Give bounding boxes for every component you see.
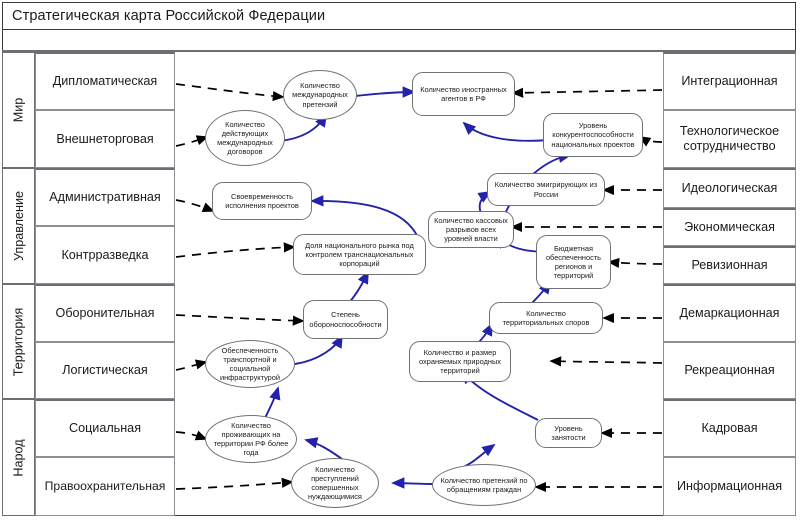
right-row-label: Информационная [676,479,783,494]
right-row-label: Демаркационная [679,306,780,321]
node-n6[interactable]: Количество эмигрирующих из России [487,173,605,206]
header-band [2,30,796,52]
right-row-rekreacionnaya[interactable]: Рекреационная [663,342,796,399]
left-group-label: Народ [11,438,26,477]
node-label: Своевременность исполнения проектов [225,191,299,210]
right-row-revizionnaya[interactable]: Ревизионная [663,246,796,284]
right-row-label: Кадровая [701,421,758,436]
left-row-socialnaya[interactable]: Социальная [35,399,175,457]
left-row-kontrrazvedka[interactable]: Контрразведка [35,226,175,284]
node-label: Количество иностранных агентов в РФ [420,84,507,103]
left-group-label: Управление [11,190,26,262]
right-row-label: Интеграционная [681,74,778,89]
right-row-ekonomicheskaya[interactable]: Экономическая [663,208,796,246]
left-row-label: Административная [49,190,161,205]
node-label: Количество проживающих на территории РФ … [213,420,289,458]
node-n12[interactable]: Обеспеченность транспортной и социальной… [205,340,295,388]
node-n11[interactable]: Количество территориальных споров [489,302,603,334]
left-row-administrativnaya[interactable]: Административная [35,168,175,226]
left-group-territoriya: Территория [2,284,35,399]
left-row-label: Контрразведка [61,247,149,262]
node-n9[interactable]: Бюджетная обеспеченность регионов и терр… [536,235,611,289]
right-row-label: Ревизионная [691,258,768,273]
left-group-narod: Народ [2,399,35,516]
right-row-label: Технологическое сотрудничество [679,124,780,153]
node-label: Количество кассовых разрывов всех уровне… [434,215,508,244]
node-label: Уровень занятости [551,423,586,442]
right-row-tehnologicheskoe-sotrudnichestvo[interactable]: Технологическое сотрудничество [663,110,796,168]
node-n2[interactable]: Количество иностранных агентов в РФ [412,72,515,116]
node-n3[interactable]: Количество действующих международных дог… [205,110,285,166]
right-row-informacionnaya[interactable]: Информационная [663,457,796,516]
right-row-label: Экономическая [684,220,775,235]
node-n16[interactable]: Количество преступлений совершенных нужд… [291,458,379,508]
node-n15[interactable]: Уровень занятости [535,418,602,448]
left-group-upravlenie: Управление [2,168,35,284]
left-row-oboronitelnaya[interactable]: Оборонительная [35,284,175,342]
left-row-label: Правоохранительная [44,479,166,494]
node-label: Количество преступлений совершенных нужд… [308,464,362,502]
node-label: Обеспеченность транспортной и социальной… [219,345,281,383]
left-group-label: Мир [11,97,26,123]
node-label: Количество территориальных споров [502,308,590,327]
node-n17[interactable]: Количество претензий по обращениям гражд… [432,464,536,506]
node-n1[interactable]: Количество международных претензий [283,70,357,120]
node-n10[interactable]: Степень обороноспособности [303,300,388,339]
right-row-ideologicheskaya[interactable]: Идеологическая [663,168,796,208]
node-label: Доля национального рынка под контролем т… [305,240,414,269]
node-n4[interactable]: Уровень конкурентоспособности национальн… [543,113,643,157]
page-title: Стратегическая карта Российской Федераци… [12,7,326,24]
node-label: Количество и размер охраняемых природных… [419,347,501,376]
page-title-bar: Стратегическая карта Российской Федераци… [2,2,796,30]
node-label: Количество международных претензий [292,81,348,109]
left-row-label: Логистическая [62,363,148,378]
left-row-diplomaticheskaya[interactable]: Дипломатическая [35,52,175,110]
node-n5[interactable]: Своевременность исполнения проектов [212,182,312,220]
node-n14[interactable]: Количество проживающих на территории РФ … [205,415,297,463]
left-row-label: Дипломатическая [52,74,158,89]
left-row-label: Внешнеторговая [56,131,154,146]
node-n13[interactable]: Количество и размер охраняемых природных… [409,341,511,382]
left-row-pravoohranitelnaya[interactable]: Правоохранительная [35,457,175,516]
right-row-kadrovaya[interactable]: Кадровая [663,399,796,457]
node-label: Степень обороноспособности [309,310,382,329]
left-group-label: Территория [11,307,26,376]
node-n7[interactable]: Количество кассовых разрывов всех уровне… [428,211,514,248]
left-row-label: Социальная [68,421,142,436]
node-label: Количество действующих международных дог… [217,119,273,157]
right-row-integracionnaya[interactable]: Интеграционная [663,52,796,110]
left-row-logisticheskaya[interactable]: Логистическая [35,342,175,399]
left-row-label: Оборонительная [55,306,155,321]
node-label: Бюджетная обеспеченность регионов и терр… [545,243,602,281]
right-row-label: Рекреационная [684,363,775,378]
node-n8[interactable]: Доля национального рынка под контролем т… [293,234,426,275]
node-label: Количество эмигрирующих из России [494,180,598,199]
left-group-mir: Мир [2,52,35,168]
node-label: Уровень конкурентоспособности национальн… [551,121,635,149]
right-row-label: Идеологическая [681,181,778,196]
right-row-demarkacionnaya[interactable]: Демаркационная [663,284,796,342]
left-row-vneshnetorgovaya[interactable]: Внешнеторговая [35,110,175,168]
node-label: Количество претензий по обращениям гражд… [440,475,528,494]
